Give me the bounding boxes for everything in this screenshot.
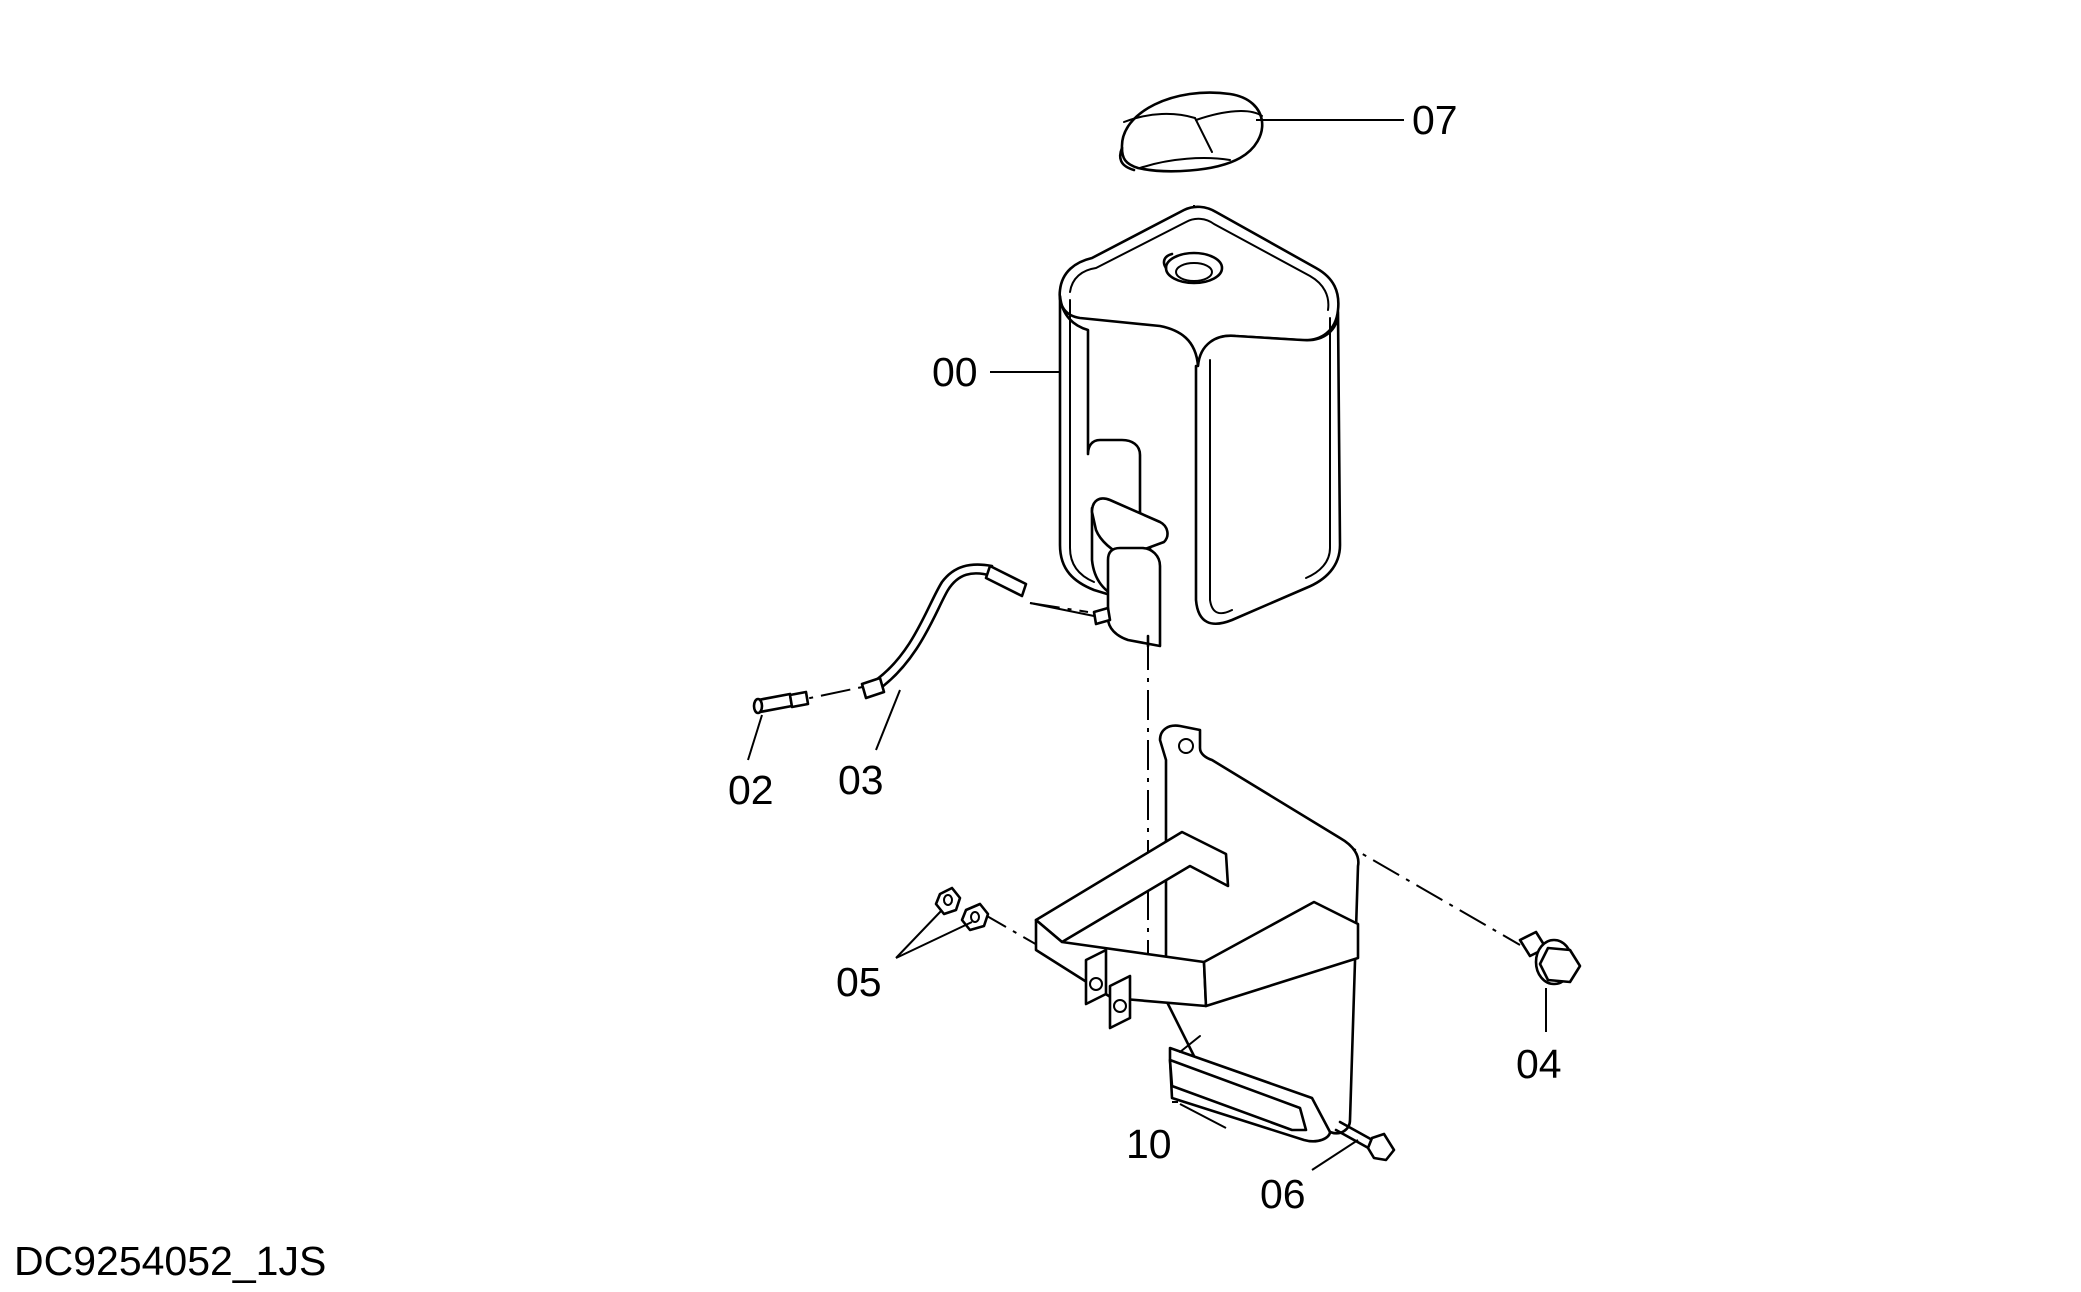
- callout-10: 10: [1126, 1121, 1172, 1167]
- document-code: DC9254052_1JS: [14, 1238, 326, 1284]
- nozzle-02: [752, 690, 810, 715]
- hose-03: [860, 563, 1028, 700]
- callout-06: 06: [1260, 1171, 1306, 1217]
- nuts-05: [934, 886, 990, 932]
- bracket-10: [1034, 724, 1360, 1143]
- bolt-06: [1334, 1120, 1396, 1162]
- callout-04: 04: [1516, 1041, 1562, 1087]
- callout-07: 07: [1412, 97, 1458, 143]
- callout-labels: 00 02 03 04 05 06 07 10: [728, 97, 1562, 1217]
- callout-05: 05: [836, 959, 882, 1005]
- callout-03: 03: [838, 757, 884, 803]
- leader-lines: [747, 119, 1547, 1171]
- cap-07: [1118, 91, 1264, 173]
- reservoir-tank-00: [1029, 205, 1342, 648]
- callout-00: 00: [932, 349, 978, 395]
- bolt-04: [1518, 930, 1582, 986]
- callout-02: 02: [728, 767, 774, 813]
